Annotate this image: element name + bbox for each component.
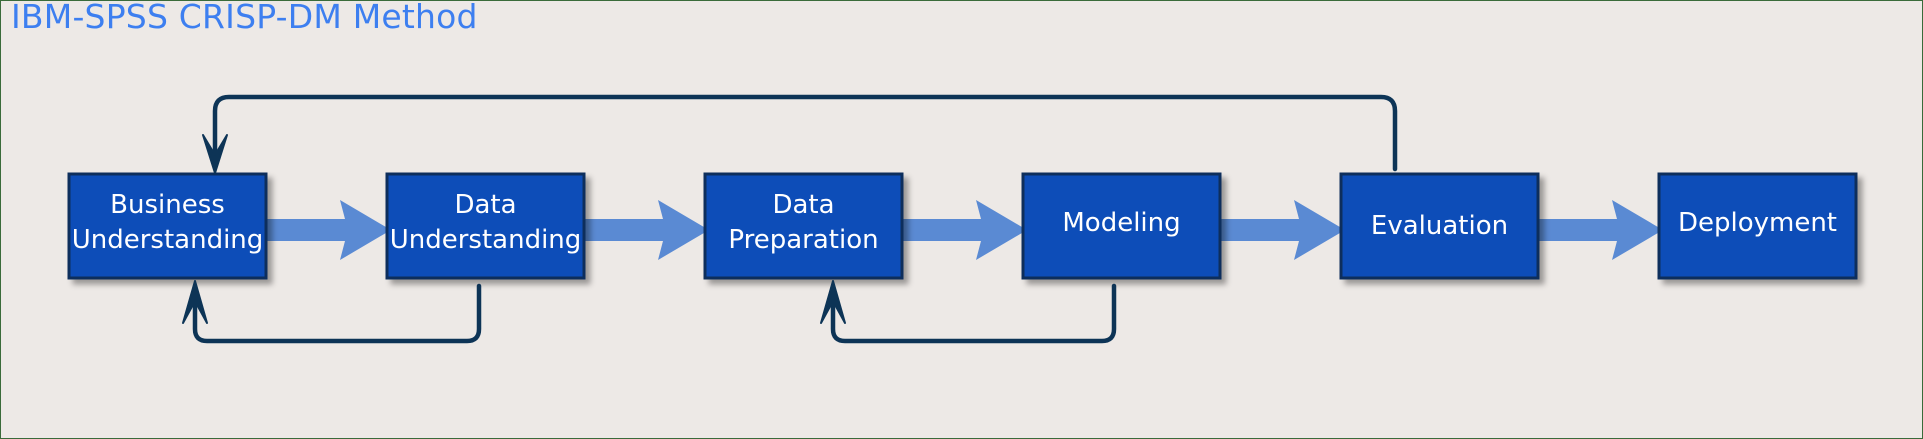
loop-arrowheads xyxy=(182,134,846,324)
stage-evaluation: Evaluation xyxy=(1339,172,1540,280)
stage-box xyxy=(703,172,904,280)
arrowhead-up-business xyxy=(182,280,208,324)
feedback-loops xyxy=(192,94,1398,344)
stage-deployment: Deployment xyxy=(1657,172,1858,280)
flow-arrow-4 xyxy=(1221,200,1345,260)
flow-arrow-5 xyxy=(1539,200,1663,260)
flow-arrow-1 xyxy=(267,200,391,260)
stage-box xyxy=(1339,172,1540,280)
stage-box xyxy=(1021,172,1222,280)
loop-data-understanding-to-business xyxy=(192,283,482,344)
arrowhead-up-preparation xyxy=(820,280,846,324)
stage-data-understanding: Data Understanding xyxy=(385,172,586,280)
stage-business-understanding: Business Understanding xyxy=(67,172,268,280)
loop-modeling-to-preparation xyxy=(830,283,1117,344)
flow-arrow-2 xyxy=(585,200,709,260)
stage-label-line-2: Understanding xyxy=(72,225,264,255)
arrowhead-down-business xyxy=(202,134,228,174)
stage-data-preparation: Data Preparation xyxy=(703,172,904,280)
stage-label-line-1: Data xyxy=(772,190,834,220)
stage-box xyxy=(1657,172,1858,280)
stage-label-line-1: Deployment xyxy=(1678,208,1837,238)
stage-modeling: Modeling xyxy=(1021,172,1222,280)
stage-label-line-1: Modeling xyxy=(1062,208,1180,238)
loop-evaluation-to-business xyxy=(212,94,1398,172)
flow-arrows xyxy=(267,200,1663,260)
stage-label-line-1: Business xyxy=(110,190,225,220)
stage-label-line-1: Evaluation xyxy=(1371,211,1508,241)
stage-label-line-2: Preparation xyxy=(728,225,878,255)
stage-label-line-1: Data xyxy=(454,190,516,220)
stage-label-line-2: Understanding xyxy=(390,225,582,255)
stage-boxes: Business Understanding Data Understandin… xyxy=(67,172,1858,280)
stage-box xyxy=(385,172,586,280)
stage-box xyxy=(67,172,268,280)
diagram-title: IBM-SPSS CRISP-DM Method xyxy=(11,0,478,36)
flow-arrow-3 xyxy=(903,200,1027,260)
